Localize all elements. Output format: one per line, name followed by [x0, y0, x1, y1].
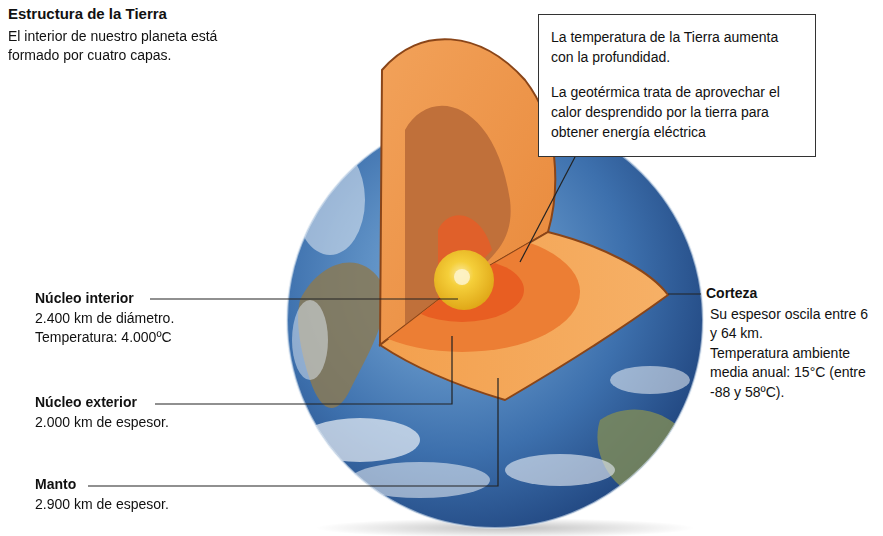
callout-box: La temperatura de la Tierra aumenta con … [538, 14, 816, 157]
part-name: Núcleo exterior [35, 393, 137, 412]
part-detail: Temperatura ambiente media anual: 15°C (… [710, 344, 870, 402]
part-detail: Su espesor oscila entre 6 y 64 km. [710, 305, 870, 344]
part-name: Núcleo interior [35, 289, 134, 308]
callout-text: La temperatura de la Tierra aumenta con … [551, 27, 803, 68]
diagram-title: Estructura de la Tierra [8, 4, 167, 25]
subtitle: El interior de nuestro planeta está form… [8, 27, 223, 66]
part-detail: 2.400 km de diámetro. [35, 309, 174, 328]
callout-text: La geotérmica trata de aprovechar el cal… [551, 82, 803, 143]
part-detail: Temperatura: 4.000ºC [35, 328, 172, 347]
part-detail: 2.000 km de espesor. [35, 413, 169, 432]
part-detail: 2.900 km de espesor. [35, 495, 169, 514]
part-name: Manto [35, 475, 76, 494]
part-name: Corteza [706, 284, 757, 303]
